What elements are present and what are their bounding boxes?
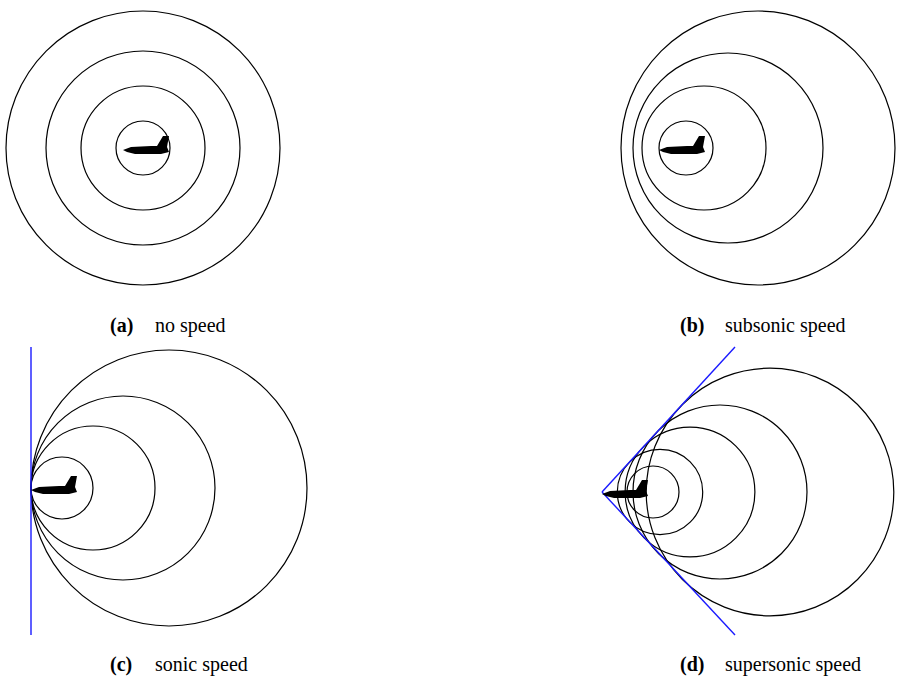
caption-text: subsonic speed (725, 313, 846, 337)
wavefront-circles (617, 368, 894, 616)
caption-text: supersonic speed (725, 652, 861, 676)
caption-text: sonic speed (155, 652, 248, 676)
jet-silhouette (123, 136, 169, 154)
caption-text: no speed (155, 313, 226, 337)
mach-cone-edge (602, 492, 735, 635)
jet-silhouette (659, 136, 705, 154)
mach-cone-edge (602, 347, 735, 492)
caption-letter: (a) (110, 313, 133, 337)
caption-letter: (d) (680, 652, 704, 676)
jet-silhouette (31, 476, 77, 494)
wavefront-circles (621, 11, 895, 285)
shock-front (30, 347, 31, 635)
caption-letter: (b) (680, 313, 704, 337)
jet-silhouette (602, 480, 648, 498)
caption-letter: (c) (110, 652, 132, 676)
wavefront-circles (6, 11, 280, 285)
wavefront-circles (31, 350, 307, 626)
